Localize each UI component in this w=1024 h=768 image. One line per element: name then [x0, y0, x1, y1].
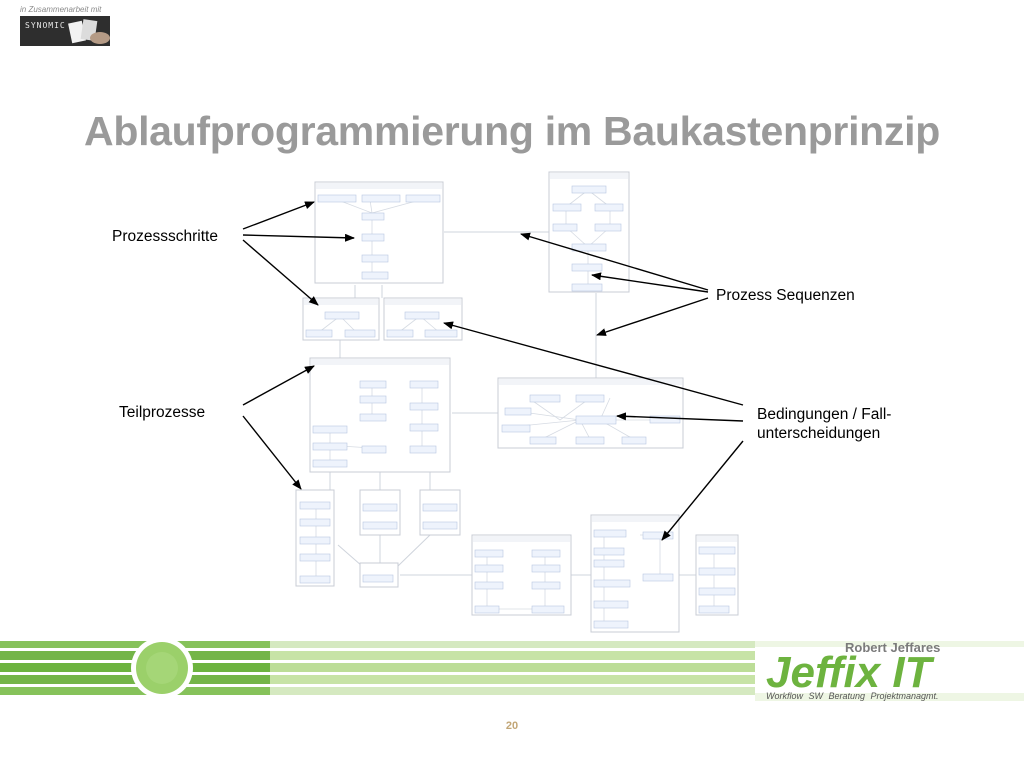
annotation-arrows [242, 201, 744, 541]
label-bedingungen-line2: unterscheidungen [757, 425, 881, 442]
label-prozess-sequenzen: Prozess Sequenzen [716, 287, 855, 304]
partner-logo-word: SYNOMIC [25, 21, 66, 30]
frame-headers [304, 173, 737, 542]
partner-logo: SYNOMIC [20, 16, 110, 46]
workflow-nodes [299, 185, 736, 629]
partner-logo-cards-icon [68, 19, 110, 44]
label-bedingungen-line1: Bedingungen / Fall- [757, 406, 892, 423]
partner-caption: in Zusammenarbeit mit [20, 5, 102, 14]
slide-title: Ablaufprogrammierung im Baukastenprinzip [84, 108, 940, 154]
label-teilprozesse: Teilprozesse [119, 404, 206, 421]
page-number: 20 [505, 720, 519, 732]
brand-person-name: Robert Jeffares [845, 640, 941, 655]
brand-logo: Jeffix IT [766, 648, 932, 697]
label-prozessschritte: Prozessschritte [112, 228, 218, 245]
brand-tagline: Workflow SW Beratung Projektmanagmt. [766, 691, 939, 701]
diagram-connectors [329, 231, 696, 576]
